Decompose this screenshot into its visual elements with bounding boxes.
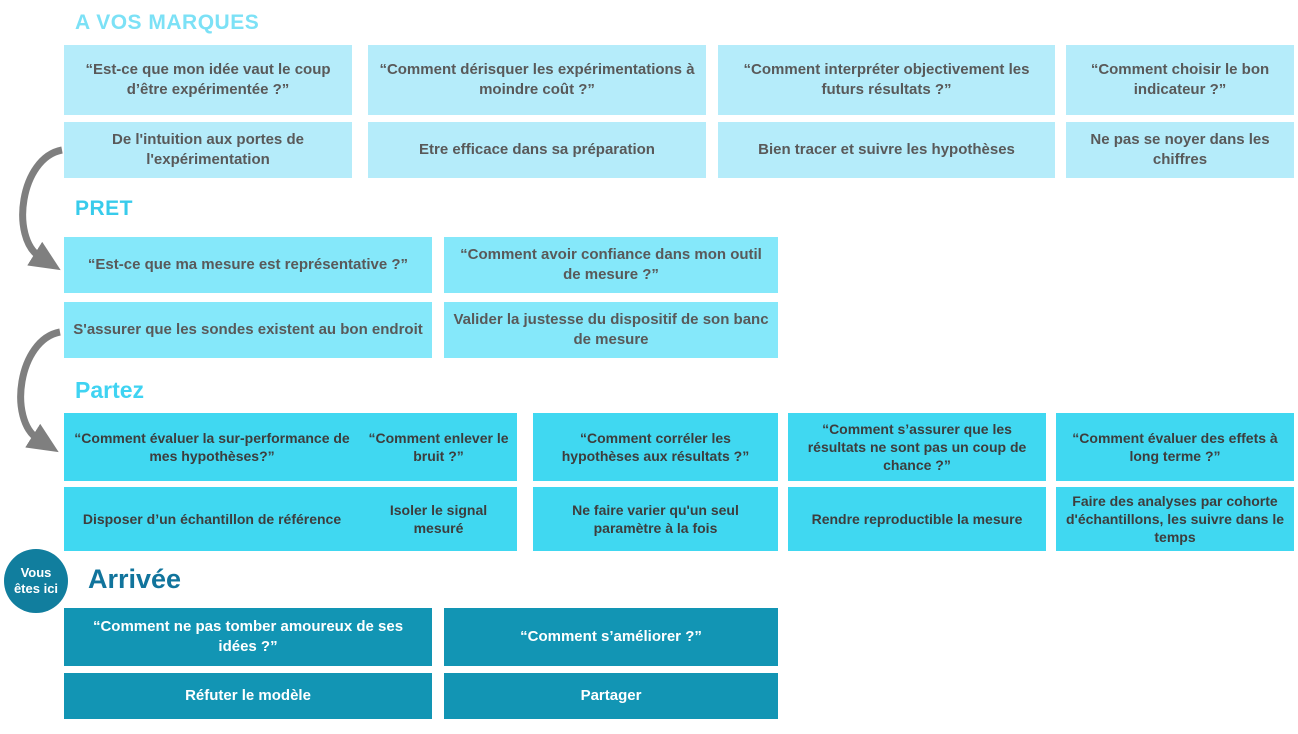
question-card: “Comment enlever le bruit ?” — [360, 413, 517, 481]
question-card: “Comment choisir le bon indicateur ?” — [1066, 45, 1294, 115]
answer-card: S'assurer que les sondes existent au bon… — [64, 302, 432, 358]
question-card: “Comment s’améliorer ?” — [444, 608, 778, 666]
answer-card: Partager — [444, 673, 778, 719]
answer-card: Ne pas se noyer dans les chiffres — [1066, 122, 1294, 178]
question-card: “Comment interpréter objectivement les f… — [718, 45, 1055, 115]
question-card: “Comment corréler les hypothèses aux rés… — [533, 413, 778, 481]
answer-card: Ne faire varier qu'un seul paramètre à l… — [533, 487, 778, 551]
curved-arrow-icon-1 — [19, 146, 63, 271]
question-card: “Comment ne pas tomber amoureux de ses i… — [64, 608, 432, 666]
question-card: “Comment évaluer des effets à long terme… — [1056, 413, 1294, 481]
answer-card: Etre efficace dans sa préparation — [368, 122, 706, 178]
question-card: “Est-ce que mon idée vaut le coup d’être… — [64, 45, 352, 115]
you-are-here-badge: Vous êtes ici — [4, 549, 68, 613]
question-card: “Comment dérisquer les expérimentations … — [368, 45, 706, 115]
answer-card: De l'intuition aux portes de l'expérimen… — [64, 122, 352, 178]
answer-card: Isoler le signal mesuré — [360, 487, 517, 551]
question-card: “Comment avoir confiance dans mon outil … — [444, 237, 778, 293]
question-card: “Comment évaluer la sur-performance de m… — [64, 413, 360, 481]
answer-card: Bien tracer et suivre les hypothèses — [718, 122, 1055, 178]
answer-card: Réfuter le modèle — [64, 673, 432, 719]
badge-line-2: êtes ici — [13, 581, 59, 596]
section-title-a-vos-marques: A VOS MARQUES — [75, 11, 260, 34]
badge-line-1: Vous — [20, 564, 52, 580]
section-title-pret: PRET — [75, 197, 134, 220]
answer-card: Rendre reproductible la mesure — [788, 487, 1046, 551]
question-card: “Comment s’assurer que les résultats ne … — [788, 413, 1046, 481]
answer-card: Faire des analyses par cohorte d'échanti… — [1056, 487, 1294, 551]
answer-card: Disposer d’un échantillon de référence — [64, 487, 360, 551]
answer-card: Valider la justesse du dispositif de son… — [444, 302, 778, 358]
section-title-partez: Partez — [75, 377, 145, 403]
question-card: “Est-ce que ma mesure est représentative… — [64, 237, 432, 293]
section-title-arrivee: Arrivée — [88, 564, 182, 594]
curved-arrow-icon-2 — [17, 328, 61, 453]
